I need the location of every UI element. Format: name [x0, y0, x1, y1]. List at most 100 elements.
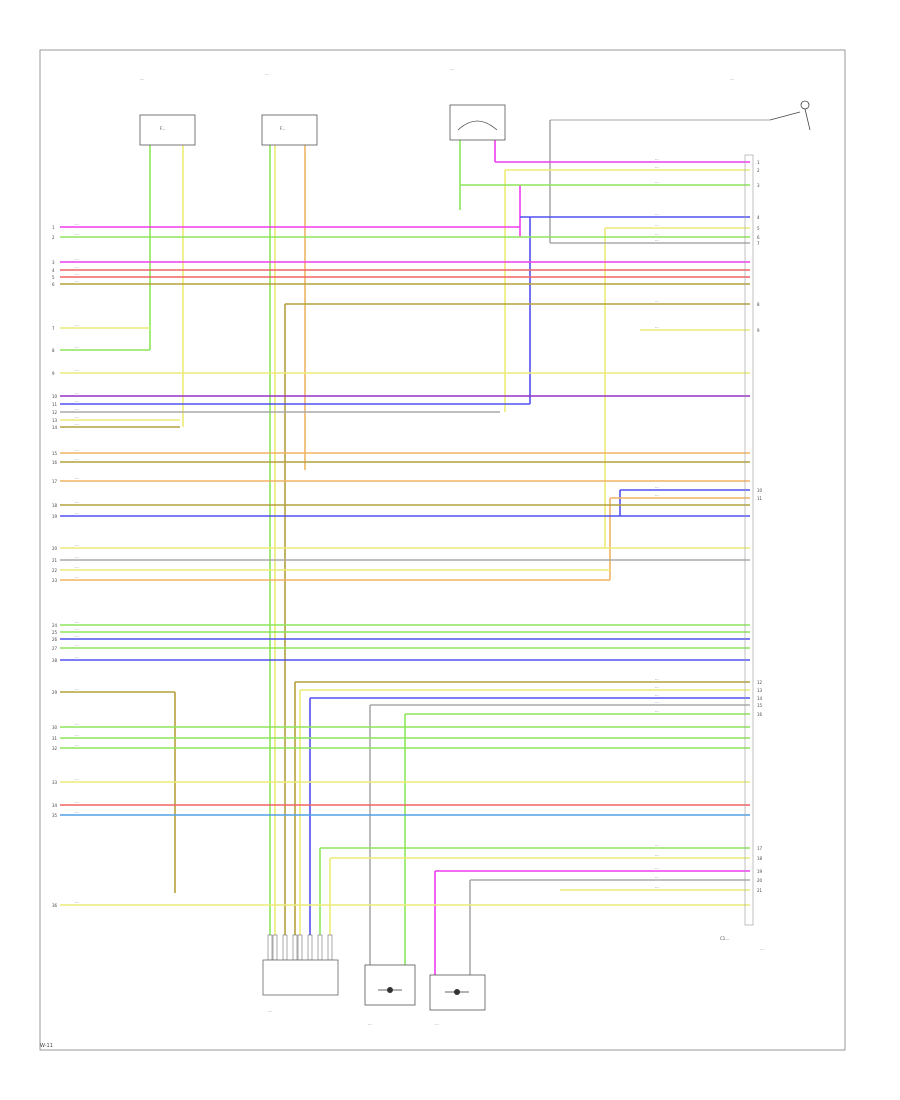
left-wire-label-22: ...: [75, 574, 79, 579]
left-wire-label-16: ...: [75, 475, 79, 480]
left-wire-label-9: ...: [75, 390, 79, 395]
connector-top-1-box: [139, 114, 196, 146]
right-wire-label-2: ...: [655, 179, 659, 184]
module-bottom: ...: [262, 959, 339, 1013]
right-wire-label-18: ...: [655, 865, 659, 870]
left-wire-label-13: ...: [75, 421, 79, 426]
left-wire-number-14: 15: [52, 451, 58, 456]
module-bottom-pin-2: [282, 934, 288, 961]
connector-top-2-label: ...: [265, 71, 269, 76]
right-wire-pin-13: 14: [757, 696, 763, 701]
left-wire-number-8: 9: [52, 371, 55, 376]
left-wire-label-10: ...: [75, 398, 79, 403]
right-wire-label-7: ...: [655, 298, 659, 303]
left-wire-number-20: 21: [52, 558, 58, 563]
left-wire-label-29: ...: [75, 721, 79, 726]
left-wire-label-35: ...: [75, 899, 79, 904]
connector-top-2-box: [261, 114, 318, 146]
left-wire-number-3: 4: [52, 268, 55, 273]
left-wire-number-31: 32: [52, 746, 58, 751]
module-right-pin-block: C1...: [720, 936, 729, 941]
module-bottom-pin-7: [327, 934, 333, 961]
left-wire-number-11: 12: [52, 410, 58, 415]
connector-top-2: ... F...: [261, 71, 318, 146]
wires-layer: 1... 2... 3... 4... 5... 6... 7... 8... 9... 10..…: [52, 120, 763, 975]
right-wire-label-9: ...: [655, 484, 659, 489]
right-wire-pin-20: 21: [757, 888, 763, 893]
left-wire-number-4: 5: [52, 275, 55, 280]
left-wire-label-1: ...: [75, 231, 79, 236]
right-wire-pin-14: 15: [757, 703, 763, 708]
left-wire-label-8: ...: [75, 367, 79, 372]
right-wire-label-17: ...: [655, 852, 659, 857]
left-wire-label-25: ...: [75, 633, 79, 638]
left-wire-number-18: 19: [52, 514, 58, 519]
left-wire-label-17: ...: [75, 499, 79, 504]
module-bottom-pin-3: [292, 934, 298, 961]
module-right-pin-strip: [744, 154, 754, 926]
left-wire-number-15: 16: [52, 460, 58, 465]
switch-right-top-label: ...: [730, 76, 734, 81]
right-wire-label-20: ...: [655, 884, 659, 889]
connector-top-1-label: ...: [140, 76, 144, 81]
left-wire-label-20: ...: [75, 554, 79, 559]
left-wire-label-19: ...: [75, 542, 79, 547]
left-wire-number-26: 27: [52, 646, 58, 651]
right-wire-label-11: ...: [655, 676, 659, 681]
module-bottom-label: ...: [268, 1008, 272, 1013]
left-wire-label-18: ...: [75, 510, 79, 515]
left-wire-label-6: ...: [75, 322, 79, 327]
left-wire-label-34: ...: [75, 809, 79, 814]
connector-top-3: ...: [449, 66, 506, 141]
connector-top-3-symbol: [457, 120, 498, 131]
right-wire-label-1: ...: [655, 164, 659, 169]
sensor-bottom-1-box: [364, 964, 416, 1006]
right-wire-pin-2: 3: [757, 183, 760, 188]
left-wire-number-16: 17: [52, 479, 58, 484]
left-wire-label-12: ...: [75, 414, 79, 419]
left-wire-label-15: ...: [75, 456, 79, 461]
module-bottom-pin-6: [317, 934, 323, 961]
right-wire-pin-19: 20: [757, 878, 763, 883]
right-wire-pin-4: 5: [757, 226, 760, 231]
module-bottom-pin-5: [307, 934, 313, 961]
left-wire-number-33: 34: [52, 803, 58, 808]
module-bottom-pin-1: [272, 934, 278, 961]
connector-top-1: ... F...: [139, 76, 196, 146]
left-wire-label-26: ...: [75, 642, 79, 647]
right-wire-pin-10: 11: [757, 496, 763, 501]
left-wire-label-32: ...: [75, 776, 79, 781]
right-wire-label-13: ...: [655, 692, 659, 697]
connector-top-2-fuse: F...: [280, 126, 285, 131]
sensor-bottom-1: ...: [364, 964, 416, 1026]
switch-right-top: ...: [550, 76, 811, 131]
left-wire-label-3: ...: [75, 264, 79, 269]
right-wire-label-6: ...: [655, 237, 659, 242]
right-wire-pin-17: 18: [757, 856, 763, 861]
right-wire-pin-6: 7: [757, 241, 760, 246]
right-wire-pin-3: 4: [757, 215, 760, 220]
right-wire-label-3: ...: [655, 211, 659, 216]
connector-top-3-box: [449, 104, 506, 141]
left-wire-number-9: 10: [52, 394, 58, 399]
left-wire-label-33: ...: [75, 799, 79, 804]
left-wire-label-27: ...: [75, 654, 79, 659]
right-wire-pin-0: 1: [757, 160, 760, 165]
left-wire-number-12: 13: [52, 418, 58, 423]
right-wire-pin-5: 6: [757, 235, 760, 240]
connector-top-1-fuse: F...: [160, 126, 165, 131]
left-wire-number-25: 26: [52, 637, 58, 642]
left-wire-number-1: 2: [52, 235, 55, 240]
right-wire-pin-11: 12: [757, 680, 763, 685]
right-wire-label-0: ...: [655, 156, 659, 161]
left-wire-number-6: 7: [52, 326, 55, 331]
left-wire-number-5: 6: [52, 282, 55, 287]
left-wire-label-28: ...: [75, 686, 79, 691]
connector-top-3-label: ...: [450, 66, 454, 71]
right-wire-pin-7: 8: [757, 302, 760, 307]
left-wire-label-2: ...: [75, 256, 79, 261]
module-bottom-pin-0: [267, 934, 273, 961]
right-wire-label-16: ...: [655, 842, 659, 847]
right-wire-label-12: ...: [655, 684, 659, 689]
left-wire-number-19: 20: [52, 546, 58, 551]
